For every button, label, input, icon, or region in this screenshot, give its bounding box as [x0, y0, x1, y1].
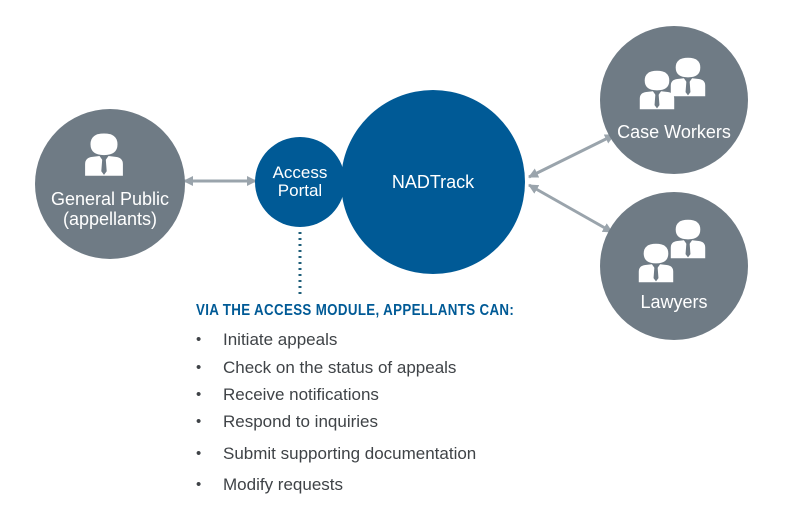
capability-text: Check on the status of appeals: [223, 358, 457, 377]
nadtrack-node: [341, 90, 525, 274]
capabilities-heading: VIA THE ACCESS MODULE, APPELLANTS CAN:: [196, 302, 515, 319]
bullet-icon: •: [196, 386, 202, 403]
access-portal-node: [255, 137, 345, 227]
case-workers-label: Case Workers: [617, 122, 731, 142]
lawyers-node: [600, 192, 748, 340]
arrow-nadtrack-lawyers: [528, 183, 613, 234]
capability-text: Receive notifications: [223, 385, 379, 404]
capability-text: Submit supporting documentation: [223, 444, 477, 463]
capability-text: Modify requests: [223, 475, 343, 494]
capabilities-list: • Initiate appeals • Check on the status…: [196, 326, 476, 499]
capability-item: • Modify requests: [196, 471, 476, 499]
capability-item: • Submit supporting documentation: [196, 440, 476, 471]
access-portal-label-line2: Portal: [277, 181, 323, 201]
access-portal-label-line1: Access: [272, 163, 328, 182]
access-portal-label: Access Portal: [255, 163, 345, 201]
general-public-label-line2: (appellants): [62, 209, 158, 230]
general-public-label-line1: General Public: [50, 189, 170, 209]
bullet-icon: •: [196, 359, 202, 376]
capability-text: Initiate appeals: [223, 330, 338, 349]
general-public-label: General Public (appellants): [35, 189, 185, 229]
capability-item: • Initiate appeals: [196, 326, 476, 354]
general-public-node: [35, 109, 185, 259]
capability-item: • Receive notifications: [196, 381, 476, 408]
bullet-icon: •: [196, 445, 202, 462]
capability-item: • Check on the status of appeals: [196, 354, 476, 381]
arrow-nadtrack-caseworkers: [528, 133, 615, 179]
bullet-icon: •: [196, 413, 202, 430]
capability-text: Respond to inquiries: [223, 412, 378, 431]
bullet-icon: •: [196, 331, 202, 348]
nadtrack-label: NADTrack: [391, 172, 475, 192]
capability-item: • Respond to inquiries: [196, 408, 476, 440]
bullet-icon: •: [196, 476, 202, 493]
lawyers-label: Lawyers: [640, 292, 708, 312]
